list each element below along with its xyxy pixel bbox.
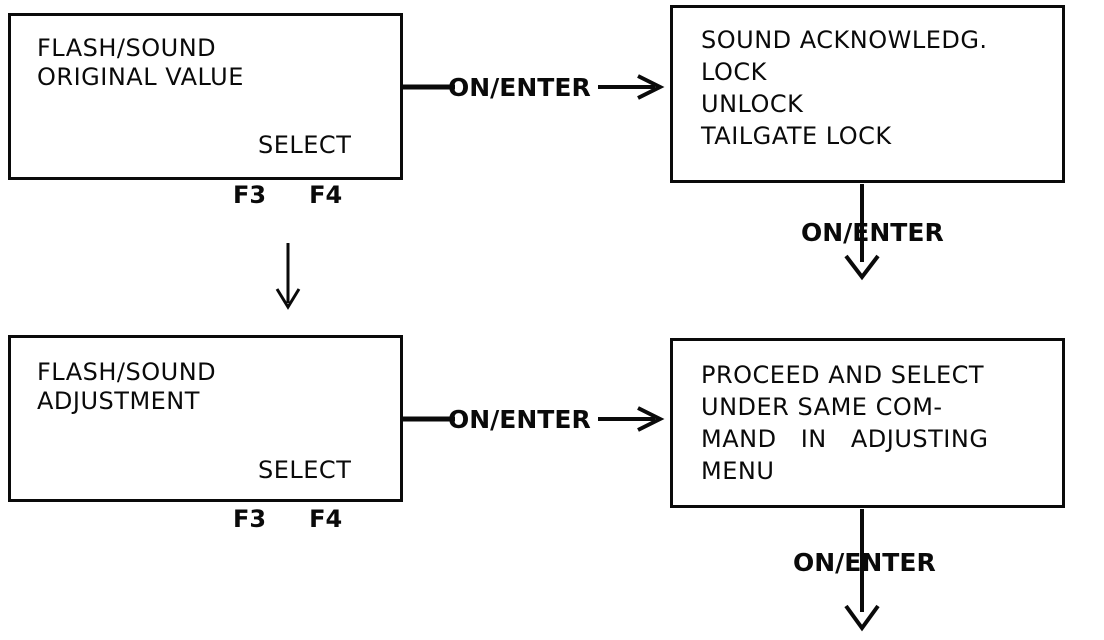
flowbox-line: ORIGINAL VALUE <box>37 63 244 91</box>
arrowhead-down-left <box>275 288 301 310</box>
flowbox-sound-acknowledge-menu: SOUND ACKNOWLEDG. LOCK UNLOCK TAILGATE L… <box>670 5 1065 183</box>
select-label: SELECT <box>258 456 352 484</box>
f3-key-label: F3 <box>233 181 267 209</box>
on-enter-label-right-top: ON/ENTER <box>801 218 944 247</box>
flowbox-proceed-and-select: PROCEED AND SELECT UNDER SAME COM- MAND … <box>670 338 1065 508</box>
arrowhead-right-top <box>637 74 665 100</box>
flowbox-line: FLASH/SOUND <box>37 34 217 62</box>
f3-key-label: F3 <box>233 505 267 533</box>
flowbox-line: PROCEED AND SELECT <box>701 361 985 389</box>
flowbox-flash-sound-original-value: FLASH/SOUND ORIGINAL VALUE SELECT <box>8 13 403 180</box>
arrowhead-right-bottom <box>637 406 665 432</box>
arrowhead-down-bottomright <box>844 604 880 632</box>
flowbox-line: MAND IN ADJUSTING <box>701 425 989 453</box>
on-enter-label-top: ON/ENTER <box>448 73 591 102</box>
select-label: SELECT <box>258 131 352 159</box>
f4-key-label: F4 <box>309 181 343 209</box>
arrowhead-down-topright <box>844 254 880 281</box>
on-enter-label-bottom: ON/ENTER <box>448 405 591 434</box>
flowbox-line: TAILGATE LOCK <box>701 122 892 150</box>
function-key-labels: F3 F4 <box>233 181 342 209</box>
function-key-labels: F3 F4 <box>233 505 342 533</box>
flowbox-line: MENU <box>701 457 775 485</box>
flowbox-line: ADJUSTMENT <box>37 387 200 415</box>
f4-key-label: F4 <box>309 505 343 533</box>
flowbox-line: LOCK <box>701 58 767 86</box>
flowbox-line: FLASH/SOUND <box>37 358 217 386</box>
on-enter-label-right-bottom: ON/ENTER <box>793 548 936 577</box>
flowbox-line: SOUND ACKNOWLEDG. <box>701 26 988 54</box>
flowbox-line: UNLOCK <box>701 90 804 118</box>
flowbox-flash-sound-adjustment: FLASH/SOUND ADJUSTMENT SELECT <box>8 335 403 502</box>
flowbox-line: UNDER SAME COM- <box>701 393 943 421</box>
